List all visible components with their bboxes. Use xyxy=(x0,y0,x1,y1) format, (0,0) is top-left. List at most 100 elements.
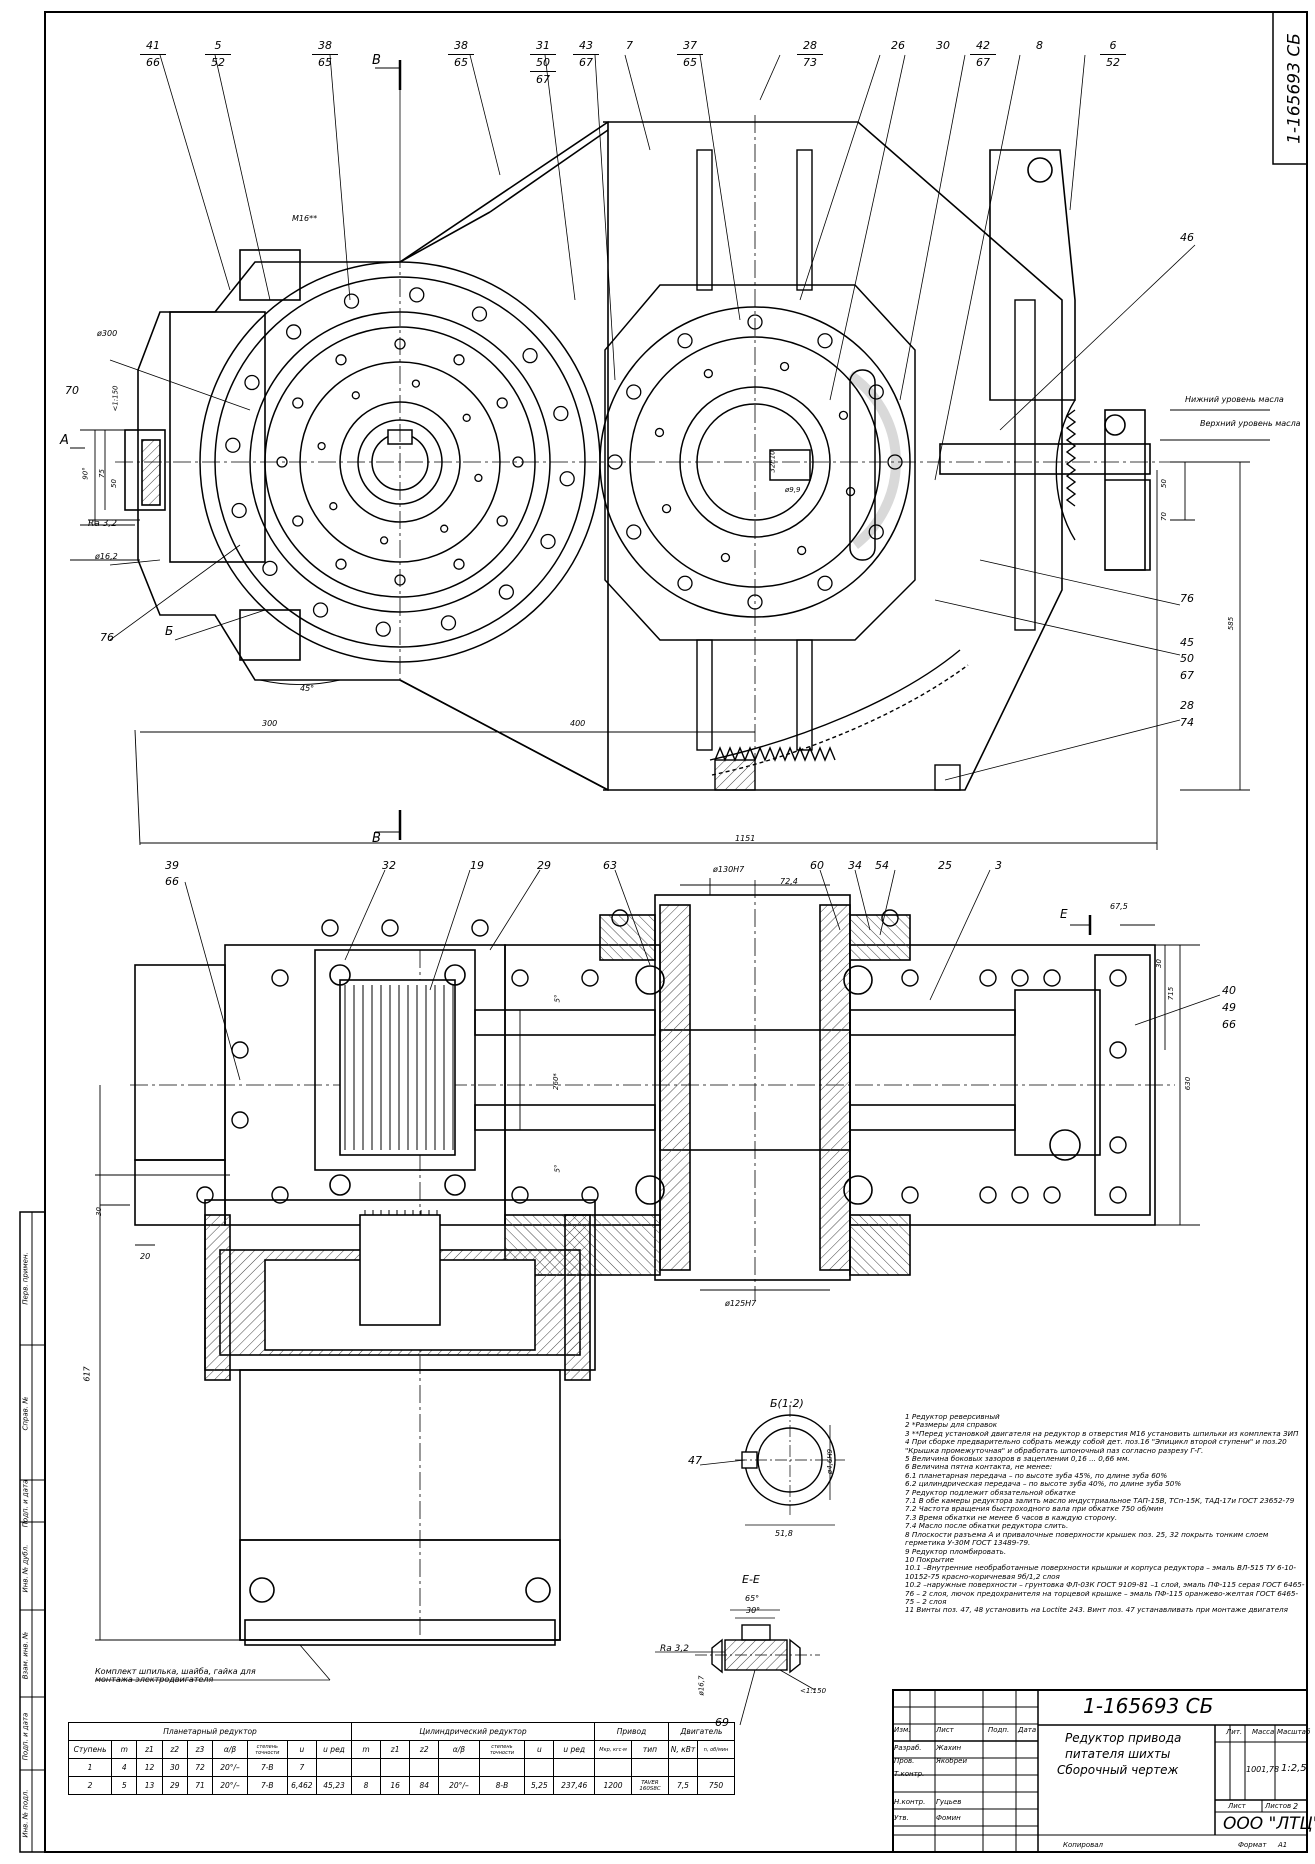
bolt-head xyxy=(979,1186,997,1204)
note-item: 6.1 планетарная передача – по высоте зуб… xyxy=(905,1470,1168,1480)
bolt-hole xyxy=(375,621,391,637)
dim-617: 617 xyxy=(82,1366,92,1382)
bolt-hole xyxy=(409,287,425,303)
table-header: тип xyxy=(631,1740,669,1759)
table-cell: 8 xyxy=(350,1776,382,1795)
table-cell xyxy=(350,1758,382,1777)
bolt-hole xyxy=(797,545,807,556)
table-cell: TAVER 160S8C xyxy=(631,1776,669,1795)
bolt-hole xyxy=(838,410,849,420)
side-stamp-label: Подп. и дата xyxy=(21,1479,30,1528)
table-header: Ступень xyxy=(67,1740,113,1759)
table-cell: 71 xyxy=(186,1776,214,1795)
right-small-gear xyxy=(1055,399,1077,541)
table-cell: 1200 xyxy=(594,1776,632,1795)
table-cell: 5,25 xyxy=(524,1776,555,1795)
dim-724: 72,4 xyxy=(780,877,798,886)
note-item: 6.2 цилиндрическая передача – по высоте … xyxy=(905,1479,1182,1489)
table-header: α/β xyxy=(212,1740,248,1759)
table-cell xyxy=(553,1758,595,1777)
table-header: Мкр, кгс·м xyxy=(594,1740,632,1759)
bolt-head xyxy=(581,969,599,987)
roughness-ra32: Ra 3,2 xyxy=(88,519,117,529)
bolt-hole xyxy=(626,384,642,400)
bolt-head xyxy=(881,909,899,927)
group-planetary: Планетарный редуктор xyxy=(68,1722,352,1741)
callout-number: 31 xyxy=(536,39,550,52)
note-item: 7.3 Время обкатки не менее 6 часов в каж… xyxy=(905,1512,1118,1522)
note-item: 4 При сборке предварительно собрать межд… xyxy=(905,1437,1287,1455)
side-stamp-label: Справ. № xyxy=(21,1396,30,1431)
bottom-leaders xyxy=(95,869,1221,1681)
table-header: z1 xyxy=(380,1740,411,1759)
detail-b-title: Б(1:2) xyxy=(770,1397,804,1410)
callout-number: 26 xyxy=(891,39,905,52)
title-line-3: Сборочный чертеж xyxy=(1057,1763,1179,1777)
dim-m16: М16** xyxy=(292,214,318,223)
dim-20: 20 xyxy=(140,1252,151,1261)
callout-number: 38 xyxy=(454,39,468,52)
side-stamp-label: Инв. № подл. xyxy=(21,1789,30,1838)
table-cell xyxy=(524,1758,555,1777)
signature-role: Т.контр. xyxy=(894,1770,925,1778)
group-drive: Привод xyxy=(594,1722,669,1741)
table-cell xyxy=(631,1758,669,1777)
detail-e-view xyxy=(655,1609,820,1726)
callout-28: 28 xyxy=(1180,699,1194,712)
table-cell xyxy=(380,1758,411,1777)
callout-number: 65 xyxy=(677,54,703,71)
bolt-head xyxy=(611,909,629,927)
top-view xyxy=(124,121,1151,791)
table-cell: 5 xyxy=(111,1776,138,1795)
table-header: z3 xyxy=(186,1740,214,1759)
bolt-hole xyxy=(677,575,693,591)
section-label-b-small: Б xyxy=(165,624,174,638)
bottom-dimensions xyxy=(95,878,1200,1641)
bolt-head xyxy=(231,1041,249,1059)
bolt-hole xyxy=(292,515,304,527)
callout-3: 3 xyxy=(995,859,1002,872)
mass-label: Масса xyxy=(1252,1728,1275,1736)
dim-400: 400 xyxy=(570,719,586,728)
dim-675: 67,5 xyxy=(1110,902,1128,911)
housing-ribs xyxy=(696,149,1036,751)
note-item: 9 Редуктор пломбировать. xyxy=(905,1546,1007,1556)
bolt-hole xyxy=(317,441,326,451)
callout-number: 52 xyxy=(1100,54,1126,71)
callout-number: 30 xyxy=(936,39,950,52)
stage-label: Лит. xyxy=(1226,1728,1243,1736)
bolt-head xyxy=(1109,1186,1127,1204)
bolt-hole xyxy=(868,384,884,400)
bolt-hole xyxy=(335,558,347,570)
note-item: 11 Винты поз. 47, 48 установить на Locti… xyxy=(905,1605,1288,1615)
bolt-head xyxy=(1109,969,1127,987)
table-header: m xyxy=(111,1740,138,1759)
bolt-hole xyxy=(522,348,538,364)
table-cell: 20°/– xyxy=(212,1776,248,1795)
table-cell: 29 xyxy=(161,1776,188,1795)
bolt-hole xyxy=(292,397,304,409)
bolt-hole xyxy=(474,473,483,483)
top-dimensions xyxy=(70,409,1270,850)
bolt-head xyxy=(511,1186,529,1204)
note-item: 3 **Перед установкой двигателя на редукт… xyxy=(905,1428,1299,1438)
dim-5deg-top: 5° xyxy=(553,994,562,1003)
signature-name: Фомин xyxy=(936,1814,961,1822)
callout-39: 39 xyxy=(165,859,179,872)
table-header: z1 xyxy=(136,1740,163,1759)
detail-roughness: Ra 3,2 xyxy=(660,1644,689,1654)
table-cell: 7-В xyxy=(246,1776,288,1795)
organization: ООО "ЛТЦ" xyxy=(1223,1814,1315,1834)
callout-32: 32 xyxy=(382,859,396,872)
table-cell: 16 xyxy=(380,1776,411,1795)
table-header: степень точности xyxy=(478,1740,526,1759)
drawing-number-vertical: 1-165693 СБ xyxy=(1284,33,1305,144)
right-cylindrical-housing xyxy=(599,284,916,641)
callout-number: 37 xyxy=(683,39,697,52)
section-label-b-top: В xyxy=(372,53,381,68)
callout-30: 30 xyxy=(930,38,956,54)
oil-level-high: Верхний уровень масла xyxy=(1200,419,1301,428)
table-header: z2 xyxy=(161,1740,188,1759)
